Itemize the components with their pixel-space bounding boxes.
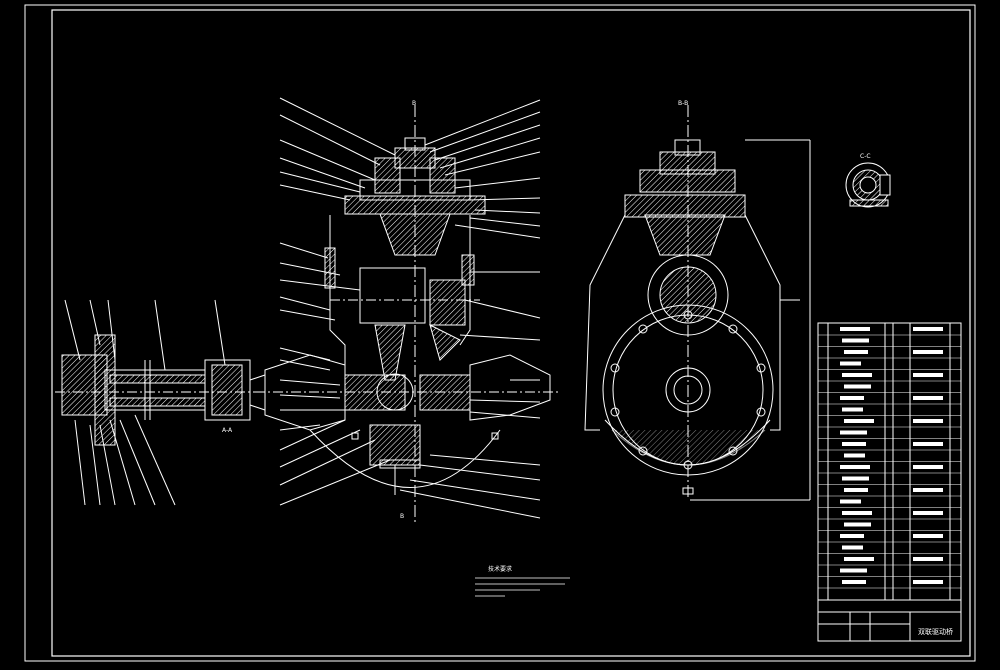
parts-row-spec-mark	[913, 557, 943, 561]
parts-row-text-mark	[842, 511, 872, 515]
parts-row-text-mark	[840, 396, 864, 400]
parts-row-text-mark	[842, 407, 863, 412]
parts-row-text-mark	[844, 488, 868, 492]
parts-row-spec-mark	[913, 534, 943, 538]
parts-row-spec-mark	[913, 511, 943, 515]
inner-frame	[51, 9, 971, 657]
parts-list-rows	[818, 334, 961, 589]
parts-row-text-mark	[842, 338, 869, 343]
parts-row-text-mark	[840, 430, 867, 435]
main-top-label: B	[412, 100, 416, 107]
parts-row-spec-mark	[913, 419, 943, 423]
parts-row-text-mark	[840, 465, 870, 469]
parts-row-spec-mark	[913, 373, 943, 377]
parts-row-text-mark	[842, 476, 869, 481]
parts-list	[817, 322, 962, 642]
right-view-label: B-B	[678, 100, 688, 107]
left-view-label: A-A	[222, 427, 233, 434]
parts-row-text-mark	[844, 384, 871, 389]
parts-list-text-blocks	[840, 327, 943, 584]
main-section-view	[255, 97, 560, 525]
parts-row-text-mark	[840, 499, 861, 504]
parts-row-text-mark	[844, 453, 865, 458]
outer-frame	[24, 4, 976, 662]
parts-row-spec-mark	[913, 396, 943, 400]
parts-row-spec-mark	[913, 327, 943, 331]
parts-row-text-mark	[840, 327, 870, 331]
parts-row-text-mark	[844, 350, 868, 354]
front-view	[584, 105, 811, 501]
parts-row-text-mark	[840, 534, 864, 538]
left-shaft-view	[55, 299, 266, 506]
parts-row-text-mark	[844, 522, 871, 527]
parts-row-text-mark	[842, 580, 866, 584]
parts-row-text-mark	[842, 545, 863, 550]
parts-row-text-mark	[840, 361, 861, 366]
parts-row-text-mark	[842, 442, 866, 446]
parts-row-spec-mark	[913, 350, 943, 354]
drawing-title: 双联驱动桥	[918, 627, 953, 636]
parts-row-text-mark	[844, 419, 874, 423]
main-bottom-label: B	[400, 513, 404, 520]
parts-row-spec-mark	[913, 580, 943, 584]
parts-row-text-mark	[840, 568, 867, 573]
parts-row-spec-mark	[913, 442, 943, 446]
tech-requirements-title: 技术要求	[488, 565, 512, 573]
tech-notes	[475, 577, 570, 597]
parts-row-text-mark	[842, 373, 872, 377]
detail-view	[845, 162, 891, 208]
parts-row-text-mark	[844, 557, 874, 561]
parts-row-spec-mark	[913, 488, 943, 492]
parts-row-spec-mark	[913, 465, 943, 469]
detail-label: C-C	[860, 153, 871, 160]
